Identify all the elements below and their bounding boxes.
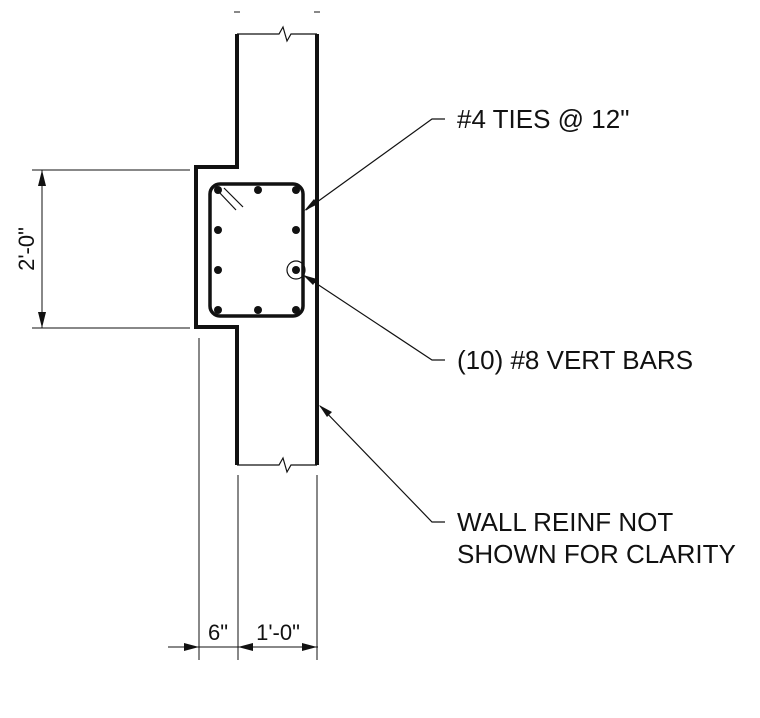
break-line-top bbox=[237, 25, 317, 43]
tie-hook-1 bbox=[217, 190, 237, 211]
wall-thickness-label: 1'-0" bbox=[256, 620, 300, 645]
wall-reinf-callout-line2: SHOWN FOR CLARITY bbox=[457, 539, 736, 569]
vert-bar bbox=[254, 186, 262, 194]
vert-bar bbox=[214, 226, 222, 234]
arrowhead bbox=[304, 199, 318, 211]
vert-bar bbox=[292, 226, 300, 234]
vert-bar bbox=[254, 306, 262, 314]
wall-reinf-callout-line1: WALL REINF NOT bbox=[457, 507, 673, 537]
vert-bars-leader bbox=[303, 275, 445, 361]
tie-hook-2 bbox=[223, 187, 244, 208]
pilaster-projection-label: 6" bbox=[208, 620, 228, 645]
ties-leader-line bbox=[305, 118, 445, 211]
vert-bar bbox=[292, 266, 300, 274]
arrowhead bbox=[238, 643, 253, 651]
vert-bar bbox=[214, 266, 222, 274]
arrowhead bbox=[184, 643, 199, 651]
pilaster-length-dimension bbox=[32, 169, 190, 329]
vert-bar bbox=[292, 186, 300, 194]
wall-reinf-leader bbox=[319, 405, 445, 523]
ties-leader bbox=[304, 118, 445, 211]
vert-bar bbox=[292, 306, 300, 314]
bar-callout-circle bbox=[286, 260, 306, 280]
vert-bar bbox=[214, 306, 222, 314]
vert-bar bbox=[214, 186, 222, 194]
arrowhead bbox=[319, 405, 332, 417]
vertical-bars bbox=[214, 186, 300, 314]
tie-outline bbox=[208, 182, 305, 318]
arrowhead bbox=[302, 643, 317, 651]
wall-left-face bbox=[194, 34, 239, 465]
wall-reinf-leader-line bbox=[319, 405, 445, 523]
arrowhead bbox=[303, 275, 317, 285]
break-line-bottom bbox=[237, 456, 317, 474]
wall-outline bbox=[194, 34, 319, 465]
ties-callout-text: #4 TIES @ 12" bbox=[457, 104, 629, 134]
vert-bars-leader-line bbox=[304, 275, 445, 361]
bottom-dimensions bbox=[168, 338, 318, 660]
arrowhead bbox=[38, 312, 46, 328]
pilaster-length-label: 2'-0" bbox=[14, 227, 39, 271]
vert-bars-callout-text: (10) #8 VERT BARS bbox=[457, 345, 693, 375]
arrowhead bbox=[38, 170, 46, 186]
